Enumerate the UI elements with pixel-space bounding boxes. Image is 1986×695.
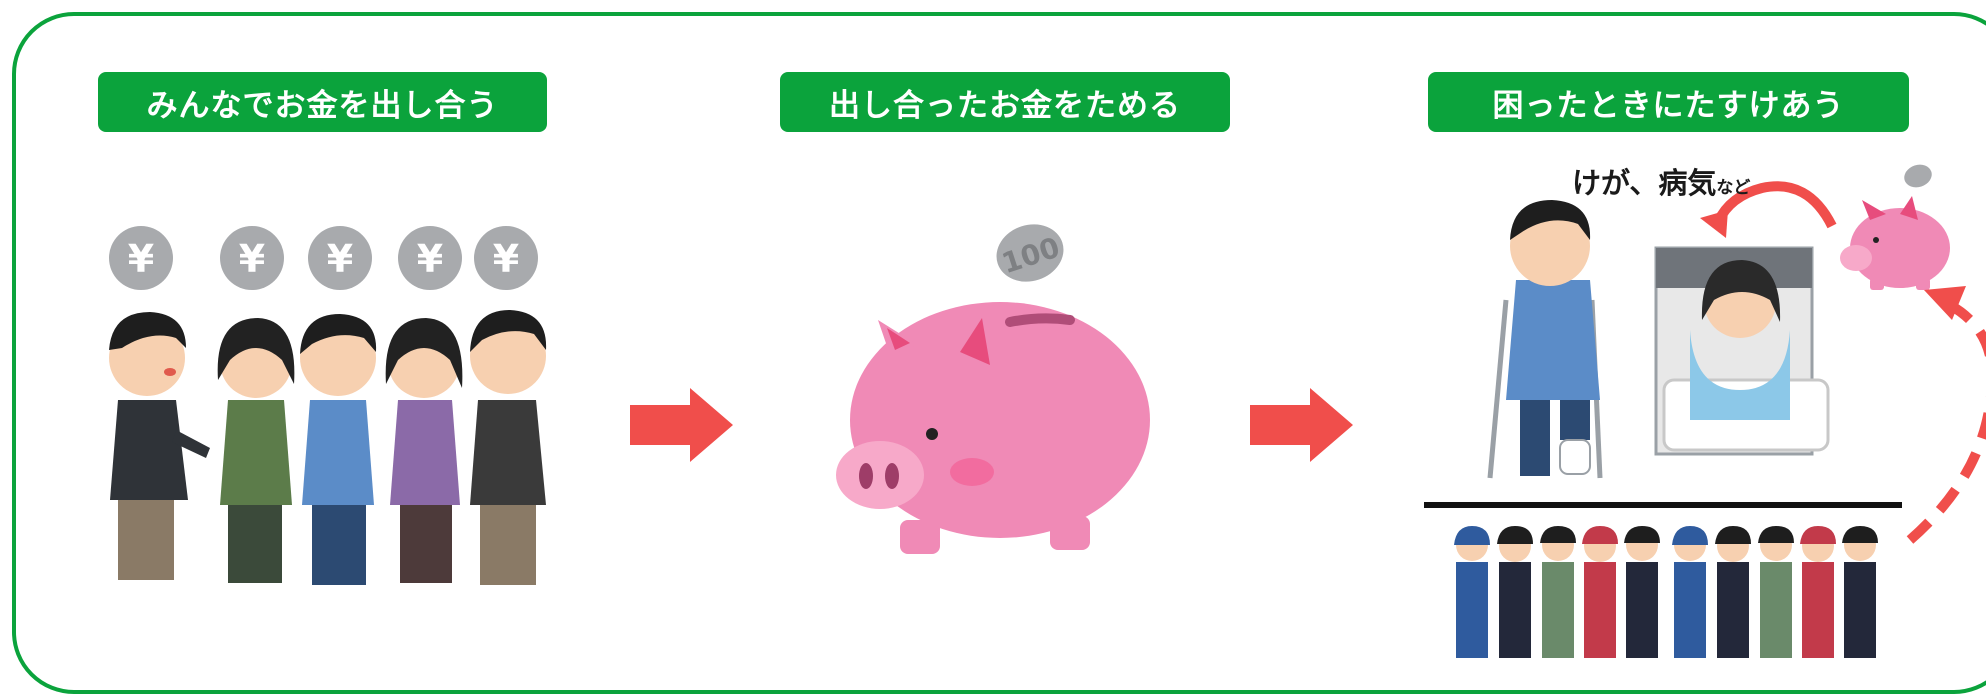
step-2-label: 出し合ったお金をためる [780, 72, 1230, 132]
outer-frame [12, 12, 1986, 694]
hospital-bed-icon [1654, 246, 1830, 456]
small-coin-icon [1904, 164, 1932, 188]
person-icon [217, 318, 295, 583]
person-icon [1672, 526, 1708, 658]
svg-text:¥: ¥ [327, 237, 353, 281]
coin-100-icon: 100 [996, 224, 1064, 282]
person-icon [1800, 526, 1836, 658]
crowd-icon [1454, 526, 1878, 658]
person-icon [1540, 526, 1576, 658]
illness-caption: けが、病気など [1572, 160, 1750, 202]
divider-line [1424, 502, 1902, 508]
person-icon [1624, 526, 1660, 658]
yen-coin-icon: ¥ [474, 226, 538, 290]
svg-text:¥: ¥ [239, 237, 265, 281]
step-3-label: 困ったときにたすけあう [1428, 72, 1909, 132]
person-icon [470, 310, 547, 585]
svg-text:¥: ¥ [493, 237, 519, 281]
step-1-label: みんなでお金を出し合う [98, 72, 547, 132]
svg-text:¥: ¥ [417, 237, 443, 281]
small-piggy-bank-icon [1840, 196, 1950, 290]
payout-arrow-head [1700, 210, 1728, 238]
person-icon [1758, 526, 1794, 658]
injured-person-icon [1487, 200, 1603, 479]
svg-text:¥: ¥ [128, 237, 154, 281]
person-icon [109, 312, 210, 580]
caption-sub: など [1716, 178, 1751, 198]
contribution-dashed-arrow [1906, 300, 1986, 544]
yen-coin-icon: ¥ [109, 226, 173, 290]
contribution-dashed-arrow-head [1924, 286, 1966, 320]
payout-arrow [1713, 181, 1837, 229]
person-icon [385, 318, 463, 583]
person-icon [1842, 526, 1878, 658]
flow-arrow-2 [1250, 388, 1353, 462]
person-icon [300, 314, 377, 585]
person-icon [1582, 526, 1618, 658]
caption-main: けが、病気 [1572, 166, 1717, 200]
yen-coin-icon: ¥ [398, 226, 462, 290]
person-icon [1497, 526, 1533, 658]
piggy-bank-icon [836, 302, 1150, 554]
yen-coin-group: ¥ ¥ ¥ ¥ ¥ [109, 226, 538, 290]
yen-coin-icon: ¥ [220, 226, 284, 290]
person-icon [1715, 526, 1751, 658]
flow-arrow-1 [630, 388, 733, 462]
yen-coin-icon: ¥ [308, 226, 372, 290]
person-icon [1454, 526, 1490, 658]
